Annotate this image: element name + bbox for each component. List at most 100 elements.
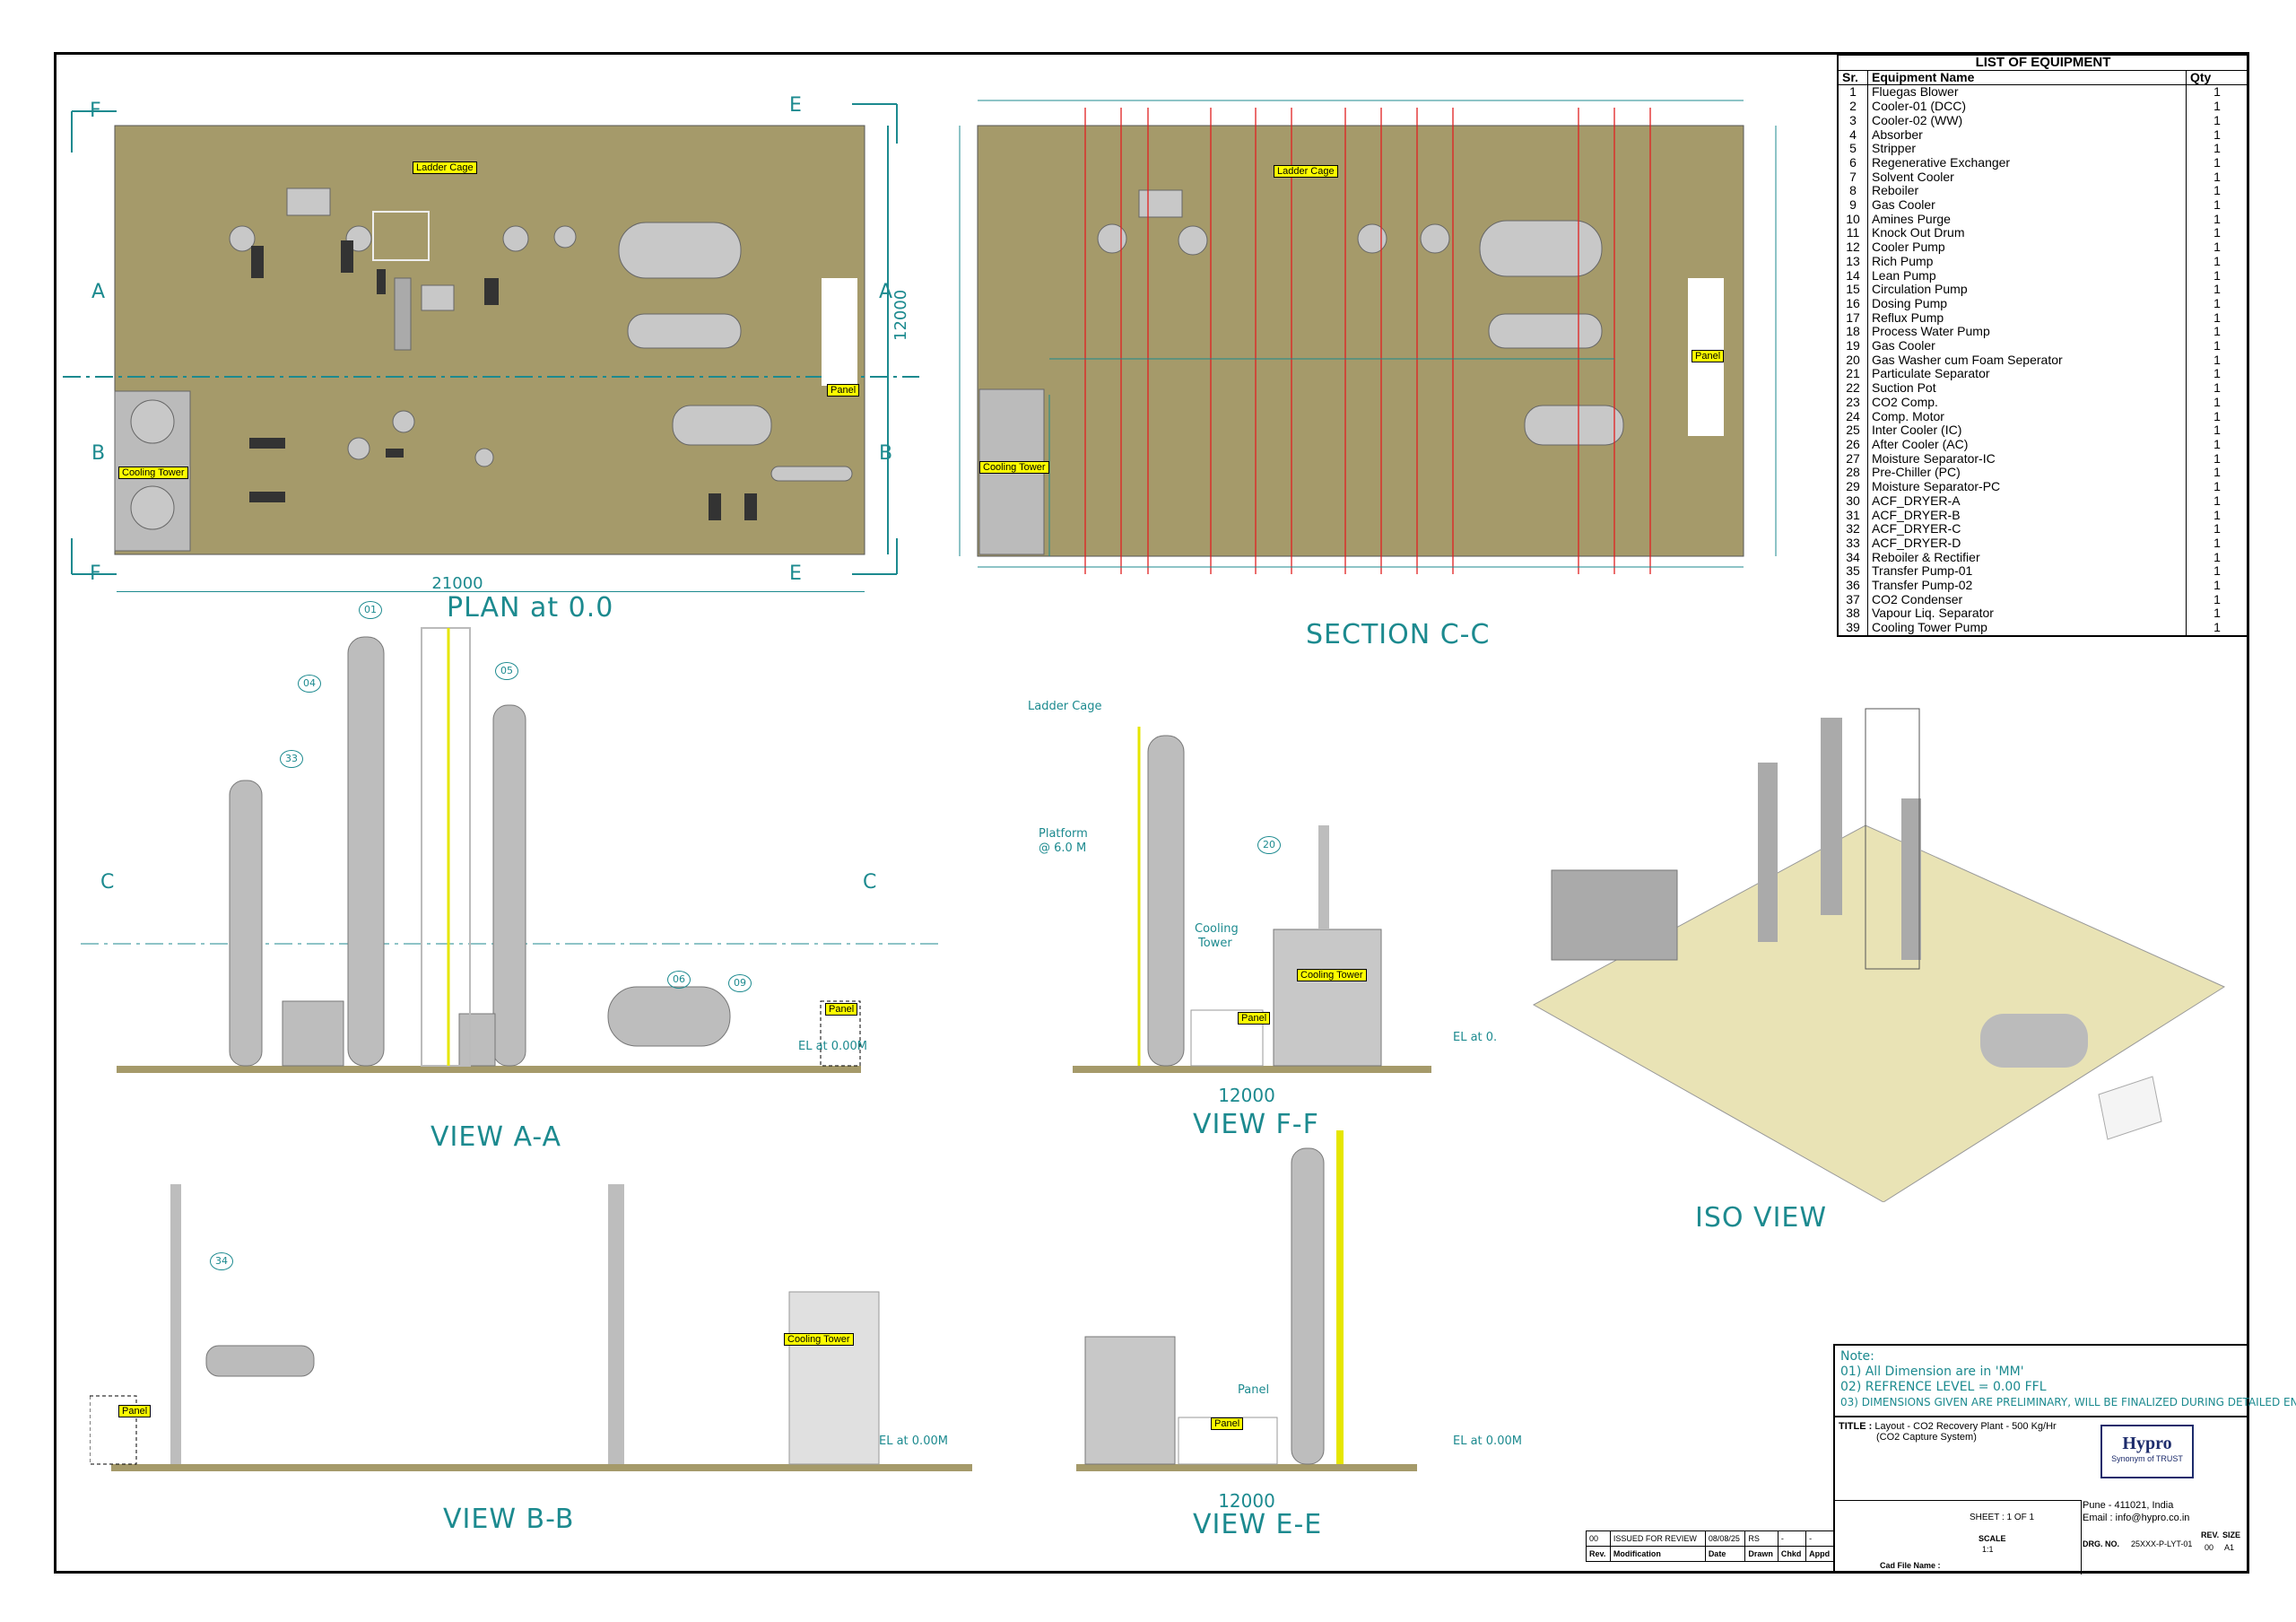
vessel-06-shape [607, 986, 731, 1047]
equipment-sr: 1 [1837, 84, 1868, 100]
equipment-qty: 1 [2186, 493, 2248, 509]
iso-cooling-tower [1551, 869, 1678, 961]
equipment-sr: 28 [1837, 466, 1868, 481]
aa-marker-c-right: C [863, 871, 876, 894]
equipment-qty: 1 [2186, 620, 2248, 636]
plan-title: PLAN at 0.0 [447, 592, 614, 624]
plan-depth-dim: 12000 [891, 290, 910, 341]
equipment-sr: 27 [1837, 451, 1868, 467]
equipment-sr: 20 [1837, 353, 1868, 368]
equipment-qty: 1 [2186, 240, 2248, 255]
view-ff: EL at 0.00M 12000 [1073, 727, 1498, 1106]
equipment-qty: 1 [2186, 423, 2248, 438]
equipment-name: Reflux Pump [1867, 310, 2187, 326]
equipment-sr: 26 [1837, 437, 1868, 452]
equipment-qty: 1 [2186, 325, 2248, 340]
size-value: A1 [2224, 1543, 2235, 1552]
equipment-sr: 29 [1837, 479, 1868, 494]
aa-el-label: EL at 0.00M [798, 1040, 867, 1053]
header-sr: Sr. [1837, 70, 1868, 86]
equipment-sr: 24 [1837, 409, 1868, 424]
equipment-name: Reboiler & Rectifier [1867, 550, 2187, 565]
section-cc-floor [977, 125, 1744, 557]
plan-marker-e-bottom: E [789, 562, 802, 585]
rev-chkd: - [1777, 1530, 1807, 1547]
equipment-sr: 14 [1837, 268, 1868, 283]
callout-04: 04 [298, 675, 321, 693]
equipment-name: Process Water Pump [1867, 325, 2187, 340]
plan-width-dim: 21000 [431, 574, 483, 592]
equipment-sr: 37 [1837, 592, 1868, 607]
cc-ladder-cage-label: Ladder Cage [1274, 165, 1338, 178]
ff-width-dim: 12000 [1218, 1085, 1275, 1106]
rev-header-appd: Appd [1805, 1546, 1835, 1562]
plan-marker-a-left: A [91, 281, 105, 303]
equipment-sr: 10 [1837, 212, 1868, 227]
rev-appd: - [1805, 1530, 1835, 1547]
equipment-name: Regenerative Exchanger [1867, 155, 2187, 170]
plan-view: F F E E A A B B 21000 12000 [63, 94, 919, 592]
plan-ladder-cage-label: Ladder Cage [413, 161, 477, 174]
iso-vessel [1980, 1014, 2088, 1068]
view-ee: EL at 0.00M 12000 [1076, 1130, 1522, 1512]
title-label: TITLE : [1839, 1421, 1873, 1432]
equipment-qty: 1 [2186, 479, 2248, 494]
equipment-name: Suction Pot [1867, 380, 2187, 396]
header-qty: Qty [2186, 70, 2248, 86]
equipment-qty: 1 [2186, 268, 2248, 283]
callout-06: 06 [667, 971, 691, 989]
equipment-list-title: LIST OF EQUIPMENT [1837, 55, 2248, 71]
equipment-sr: 30 [1837, 493, 1868, 509]
rev-no: 00 [1586, 1530, 1611, 1547]
view-ee-title: VIEW E-E [1193, 1509, 1323, 1540]
section-cc-title: SECTION C-C [1306, 619, 1491, 650]
ee-width-dim: 12000 [1218, 1490, 1275, 1512]
rev-drawn: RS [1744, 1530, 1779, 1547]
view-aa: C C EL at 0.00M [81, 627, 942, 1073]
iso-view [1532, 708, 2226, 1202]
drg-no: 25XXX-P-LYT-01 [2131, 1539, 2193, 1548]
plan-marker-b-right: B [879, 442, 892, 465]
ee-panel-callout: Panel [1238, 1383, 1270, 1397]
equipment-name: ACF_DRYER-C [1867, 521, 2187, 536]
ee-el-label: EL at 0.00M [1453, 1435, 1522, 1448]
equipment-name: Cooling Tower Pump [1867, 620, 2187, 636]
equipment-name: Transfer Pump-01 [1867, 564, 2187, 580]
equipment-sr: 39 [1837, 620, 1868, 636]
equipment-qty: 1 [2186, 170, 2248, 185]
equipment-qty: 1 [2186, 395, 2248, 410]
equipment-sr: 13 [1837, 254, 1868, 269]
equipment-list-table: LIST OF EQUIPMENT Sr. Equipment Name Qty… [1837, 54, 2249, 637]
equipment-name: After Cooler (AC) [1867, 437, 2187, 452]
equipment-qty: 1 [2186, 508, 2248, 523]
equipment-qty: 1 [2186, 521, 2248, 536]
equipment-name: ACF_DRYER-A [1867, 493, 2187, 509]
rev-header-drawn: Drawn [1744, 1546, 1779, 1562]
rev-header-date: Date [1704, 1546, 1746, 1562]
equipment-qty: 1 [2186, 84, 2248, 100]
equipment-qty: 1 [2186, 127, 2248, 143]
equipment-name: Reboiler [1867, 184, 2187, 199]
equipment-name: CO2 Comp. [1867, 395, 2187, 410]
equipment-qty: 1 [2186, 184, 2248, 199]
